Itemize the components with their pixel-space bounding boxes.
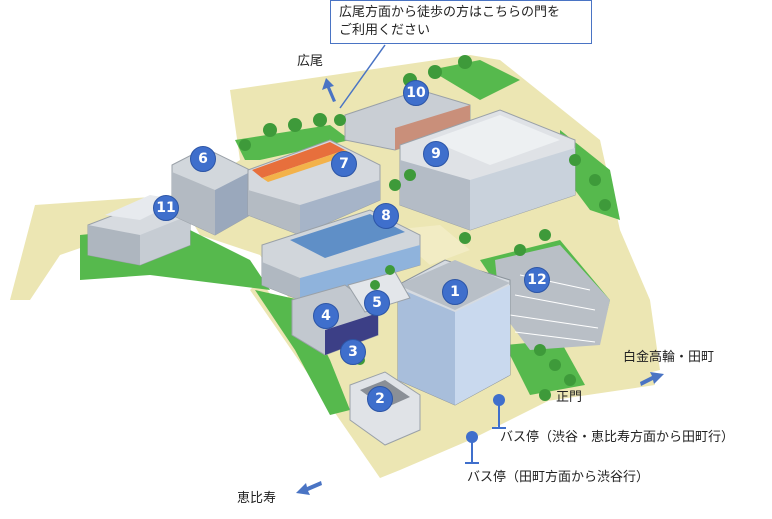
building-marker-4[interactable]: 4	[313, 303, 339, 329]
building-marker-8[interactable]: 8	[373, 203, 399, 229]
building-marker-10[interactable]: 10	[403, 80, 429, 106]
building-11	[87, 195, 191, 266]
building-marker-9[interactable]: 9	[423, 141, 449, 167]
arrow-shirokane-icon	[640, 372, 664, 386]
building-8	[261, 209, 421, 301]
direction-arrows	[296, 78, 664, 495]
building-1	[397, 259, 511, 406]
building-marker-3[interactable]: 3	[340, 339, 366, 365]
building-marker-2[interactable]: 2	[367, 386, 393, 412]
trees	[239, 55, 611, 401]
building-marker-11[interactable]: 11	[153, 195, 179, 221]
label-hiroo: 広尾	[297, 54, 324, 69]
arrow-hiroo-icon	[322, 78, 336, 102]
bus-stop-pin-1	[492, 394, 506, 429]
arrow-ebisu-icon	[296, 481, 322, 495]
building-6	[171, 147, 251, 236]
building-marker-6[interactable]: 6	[190, 146, 216, 172]
bus-stop-pin-2	[465, 431, 479, 464]
parking-lot	[495, 245, 610, 350]
building-marker-7[interactable]: 7	[331, 151, 357, 177]
label-shirokane: 白金高輪・田町	[623, 350, 715, 365]
label-bus-stop-2: バス停（田町方面から渋谷行）	[467, 470, 650, 485]
callout-line-1: 広尾方面から徒歩の方はこちらの門を	[339, 5, 561, 20]
label-bus-stop-1: バス停（渋谷・恵比寿方面から田町行）	[500, 430, 735, 445]
label-ebisu: 恵比寿	[237, 491, 277, 506]
building-marker-5[interactable]: 5	[364, 290, 390, 316]
building-9	[399, 109, 576, 231]
callout-pointer	[339, 44, 386, 109]
building-marker-1[interactable]: 1	[442, 279, 468, 305]
building-marker-12[interactable]: 12	[524, 267, 550, 293]
hiroo-gate-callout: 広尾方面から徒歩の方はこちらの門を ご利用ください	[330, 0, 592, 44]
label-main-gate: 正門	[556, 390, 583, 405]
callout-line-2: ご利用ください	[339, 23, 431, 38]
